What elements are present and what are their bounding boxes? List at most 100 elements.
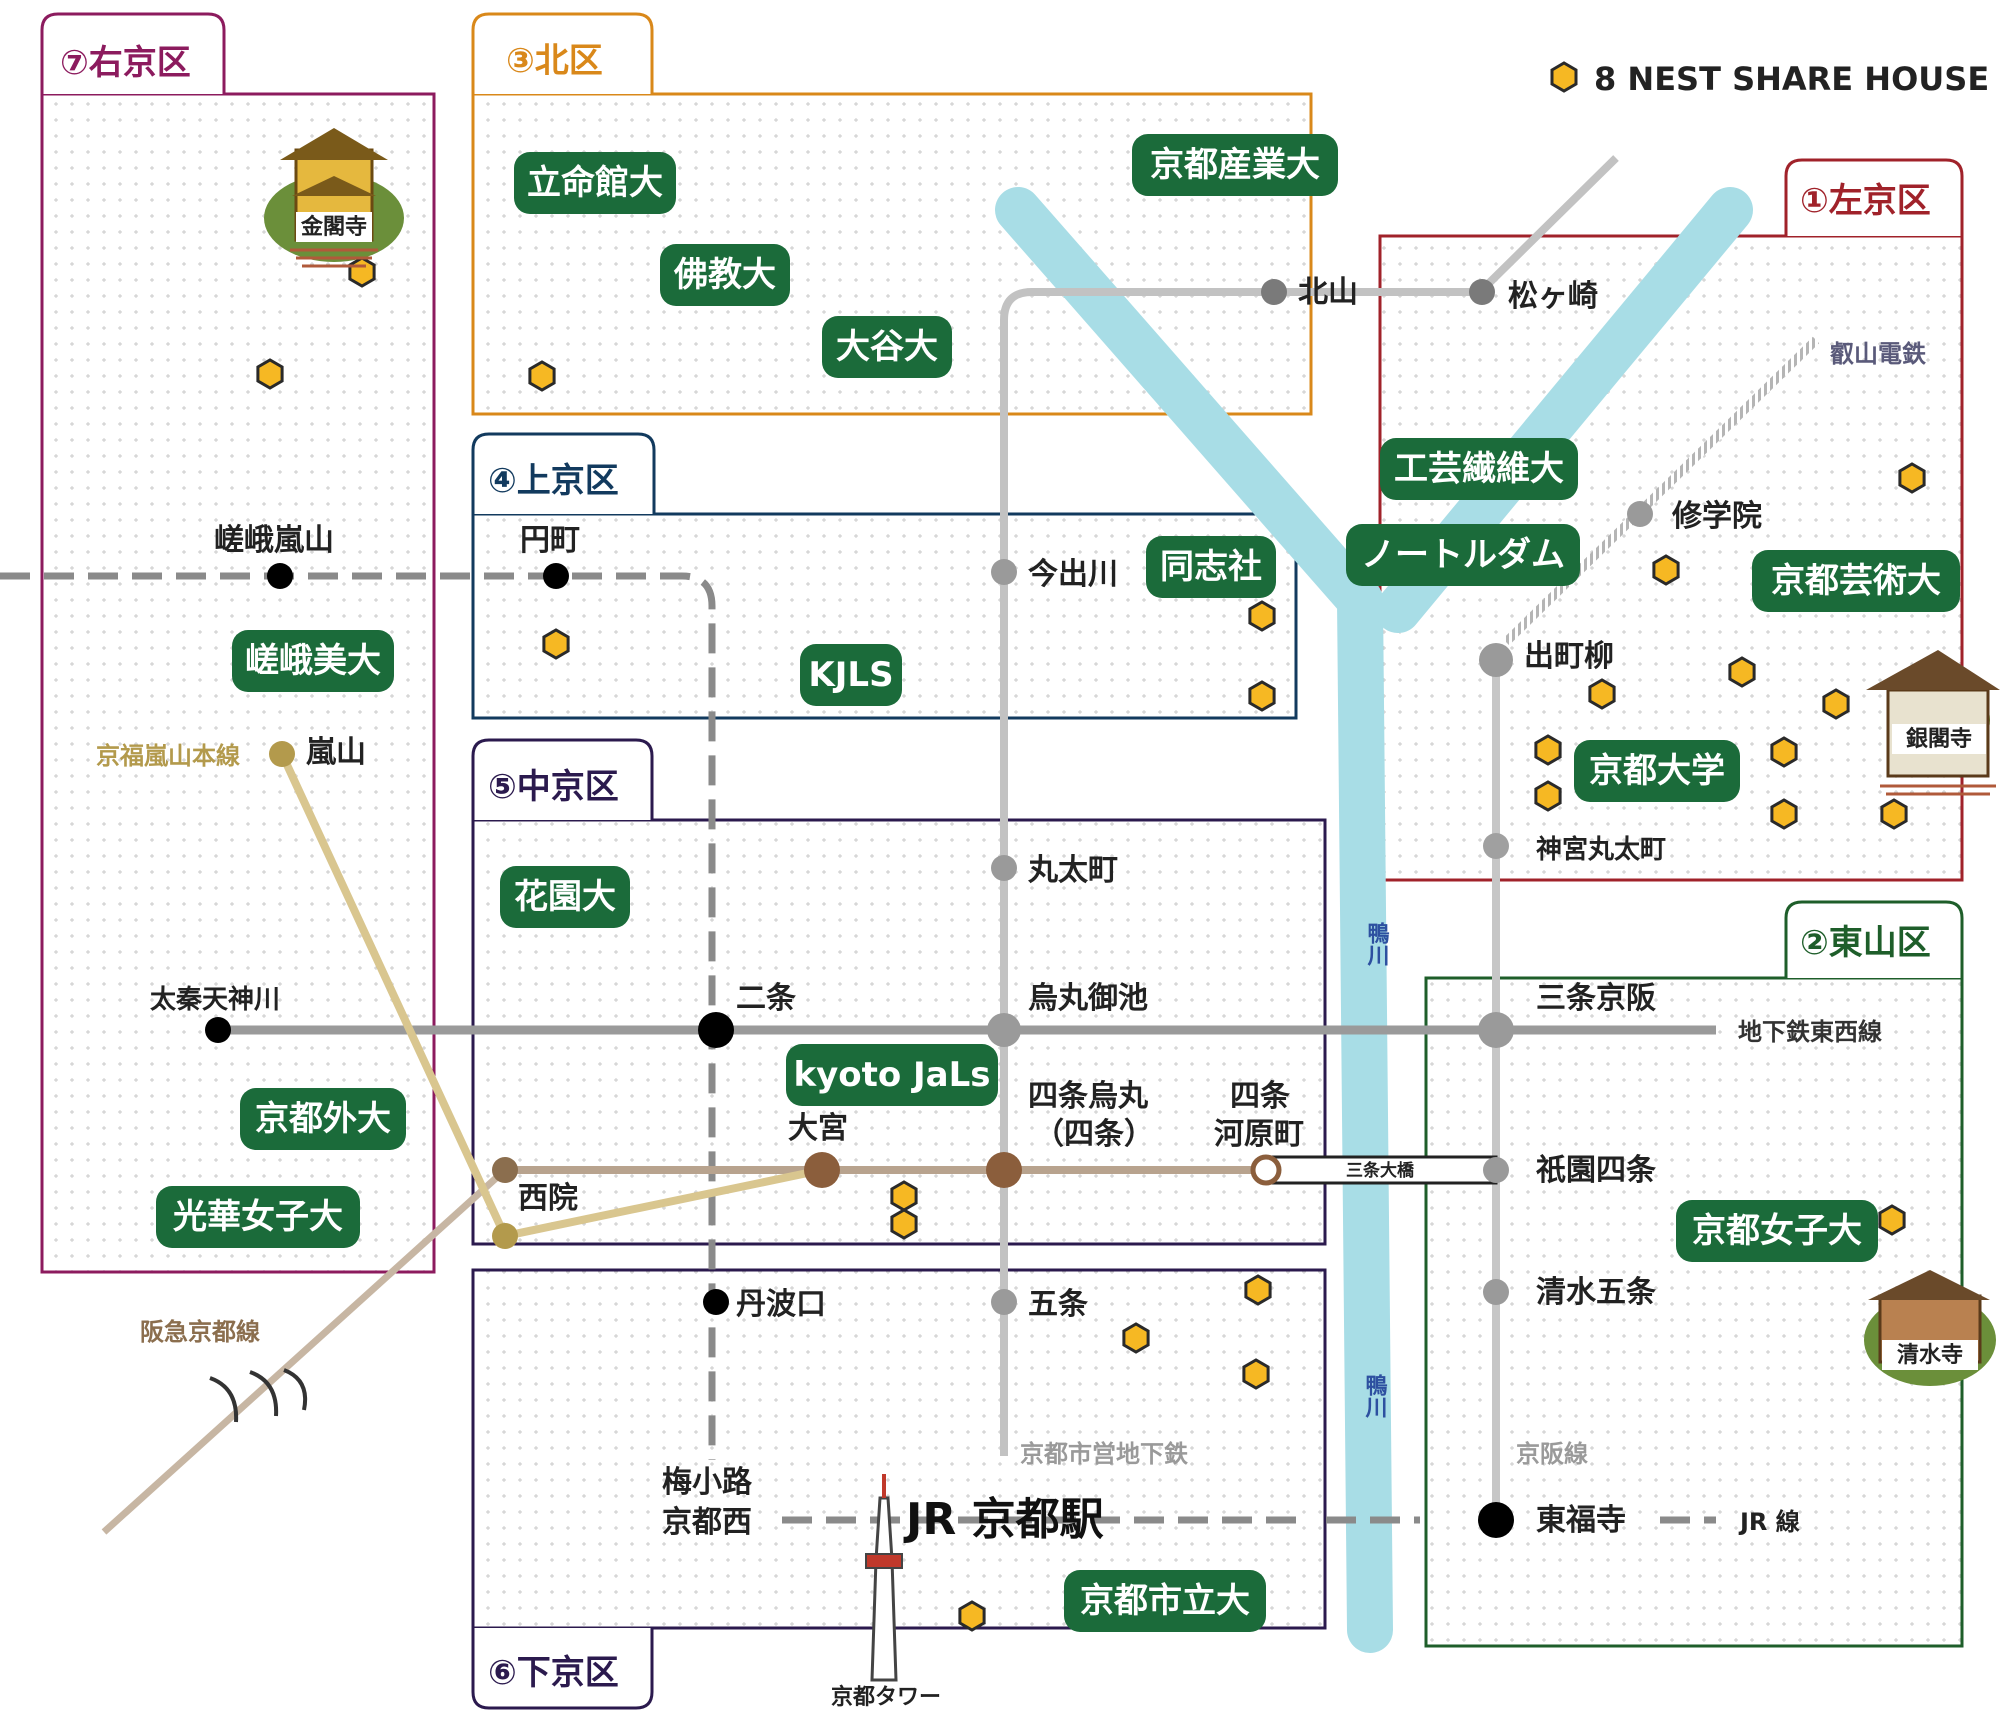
- univ-badge-kyoto-shiritsu: [1064, 1570, 1266, 1632]
- share-house-marker: [528, 360, 556, 392]
- eizan-line: [1502, 336, 1820, 646]
- univ-badge-notre-dame: [1346, 524, 1580, 586]
- univ-badge-kyoto-joshi: [1676, 1200, 1878, 1262]
- landmark-label-kyoto-tower: 京都タワー: [831, 1684, 941, 1710]
- jr-line: [0, 572, 1716, 1524]
- share-house-marker: [890, 1180, 918, 1212]
- station-dot-kawaramachi: [1250, 1154, 1282, 1186]
- univ-badge-ritsumeikan: [514, 152, 676, 214]
- univ-ritsumeikan: 立命館大: [527, 163, 663, 203]
- univ-kyoto-jals: kyoto JaLs: [793, 1055, 990, 1095]
- station-dot-matsugasaki: [1469, 279, 1495, 305]
- univ-doshisha: 同志社: [1160, 547, 1262, 587]
- legend: 8 NEST SHARE HOUSE: [1550, 60, 1989, 98]
- share-house-marker: [1534, 780, 1562, 812]
- share-house-marker: [256, 358, 284, 390]
- landmark-kiyomizu: 清水寺: [1864, 1270, 1996, 1386]
- station-dot-saga-arashiyama: [267, 563, 293, 589]
- univ-notre-dame: ノートルダム: [1361, 535, 1565, 575]
- label-jingu-marutamachi: 神宮丸太町: [1536, 834, 1666, 865]
- share-house-marker: [1880, 798, 1908, 830]
- univ-bukkyo: 佛教大: [673, 255, 776, 295]
- share-house-marker: [958, 1600, 986, 1632]
- hankyu-crossing: [209, 1368, 307, 1423]
- univ-kyoto-joshi: 京都女子大: [1692, 1211, 1862, 1251]
- univ-badge-kjls: [800, 644, 902, 706]
- label-enmachi: 円町: [520, 523, 580, 558]
- landmark-kyoto-tower: 京都タワー: [831, 1474, 941, 1710]
- station-dot-arashiyama: [269, 741, 295, 767]
- line-label-subway: 京都市営地下鉄: [1020, 1440, 1188, 1468]
- line-label-hankyu: 阪急京都線: [140, 1318, 260, 1346]
- univ-kyoto-univ: 京都大学: [1589, 751, 1725, 791]
- station-dot-sanjo-keihan: [1478, 1012, 1514, 1048]
- univ-otani: 大谷大: [836, 327, 938, 367]
- river-label-lower: 鴨川: [1362, 1374, 1389, 1418]
- district-label-higashiyama: ②東山区: [1800, 923, 1931, 963]
- label-gion-shijo: 祇園四条: [1536, 1153, 1656, 1188]
- label-shijo-karasuma-1: 四条烏丸: [1028, 1079, 1148, 1114]
- station-dot-omiya: [804, 1152, 840, 1188]
- share-house-marker: [1248, 600, 1276, 632]
- kamo-river: [995, 187, 1393, 1653]
- district-label-kita: ③北区: [506, 41, 603, 81]
- line-label-tozai: 地下鉄東西線: [1738, 1018, 1882, 1046]
- district-label-sakyo: ①左京区: [1800, 181, 1931, 221]
- univ-badge-bukkyo: [660, 244, 790, 306]
- line-label-eizan: 叡山電鉄: [1829, 340, 1926, 368]
- subway-karasuma: [1000, 288, 1272, 1456]
- label-saiin: 西院: [518, 1181, 578, 1216]
- univ-badge-doshisha: [1146, 536, 1276, 598]
- label-kiyomizu-gojo: 清水五条: [1536, 1275, 1656, 1310]
- label-tambaguchi: 丹波口: [736, 1287, 826, 1322]
- label-matsugasaki: 松ヶ崎: [1508, 279, 1598, 314]
- station-dot-saiin-hankyu: [492, 1157, 518, 1183]
- label-shijo-karasuma-2: （四条）: [1034, 1117, 1154, 1152]
- line-label-keifuku: 京福嵐山本線: [96, 742, 240, 770]
- stations: [205, 279, 1653, 1538]
- station-dot-marutamachi: [991, 855, 1017, 881]
- station-dot-uzumasa: [205, 1017, 231, 1043]
- station-dot-tofukuji: [1478, 1502, 1514, 1538]
- district-label-shimogyo: ⑥下京区: [488, 1653, 619, 1693]
- line-labels: 叡山電鉄 京福嵐山本線 地下鉄東西線 阪急京都線 京都市営地下鉄 京阪線 JR …: [96, 340, 1926, 1536]
- univ-badge-kyoto-jals: [786, 1044, 998, 1106]
- share-house-marker: [1588, 678, 1616, 710]
- share-house-marker: [1770, 798, 1798, 830]
- label-shugakuin: 修学院: [1671, 499, 1762, 534]
- station-dot-saiin-keifuku: [492, 1223, 518, 1249]
- landmark-label-ginkakuji: 銀閣寺: [1906, 727, 1972, 752]
- landmark-kinkakuji: 金閣寺: [264, 128, 404, 268]
- label-imadegawa: 今出川: [1028, 557, 1118, 592]
- label-demachiyanagi: 出町柳: [1524, 639, 1614, 674]
- station-dot-nijo: [698, 1012, 734, 1048]
- univ-kjls: KJLS: [808, 655, 893, 695]
- label-sanjo-keihan: 三条京阪: [1536, 981, 1656, 1016]
- label-kawaramachi-1: 四条: [1230, 1079, 1290, 1114]
- univ-kyoto-geijutsu: 京都芸術大: [1771, 561, 1941, 601]
- share-houses: [256, 256, 1926, 1632]
- station-dot-shugakuin: [1627, 501, 1653, 527]
- label-marutamachi: 丸太町: [1027, 853, 1118, 888]
- district-label-kamigyo: ④上京区: [488, 461, 619, 501]
- univ-kyoto-sangyo: 京都産業大: [1150, 145, 1320, 185]
- univ-kogei: 工芸繊維大: [1394, 449, 1564, 489]
- share-house-marker: [1244, 1274, 1272, 1306]
- label-tofukuji: 東福寺: [1536, 1503, 1626, 1538]
- univ-hanazono: 花園大: [514, 877, 616, 917]
- station-dot-jingu-marutamachi: [1483, 833, 1509, 859]
- legend-house-icon: [1550, 61, 1578, 93]
- line-label-jr: JR 線: [1738, 1508, 1800, 1536]
- share-house-marker: [542, 628, 570, 660]
- share-house-marker: [1122, 1322, 1150, 1354]
- label-karasuma-oike: 烏丸御池: [1028, 981, 1148, 1016]
- share-house-marker: [1652, 554, 1680, 586]
- share-house-marker: [1248, 680, 1276, 712]
- landmark-label-kiyomizu: 清水寺: [1897, 1342, 1963, 1368]
- river-label-upper: 鴨川: [1364, 922, 1391, 966]
- station-dot-tambaguchi: [703, 1289, 729, 1315]
- share-house-marker: [890, 1208, 918, 1240]
- hankyu-branch: [101, 1167, 508, 1535]
- univ-kyoto-shiritsu: 京都市立大: [1080, 1581, 1250, 1621]
